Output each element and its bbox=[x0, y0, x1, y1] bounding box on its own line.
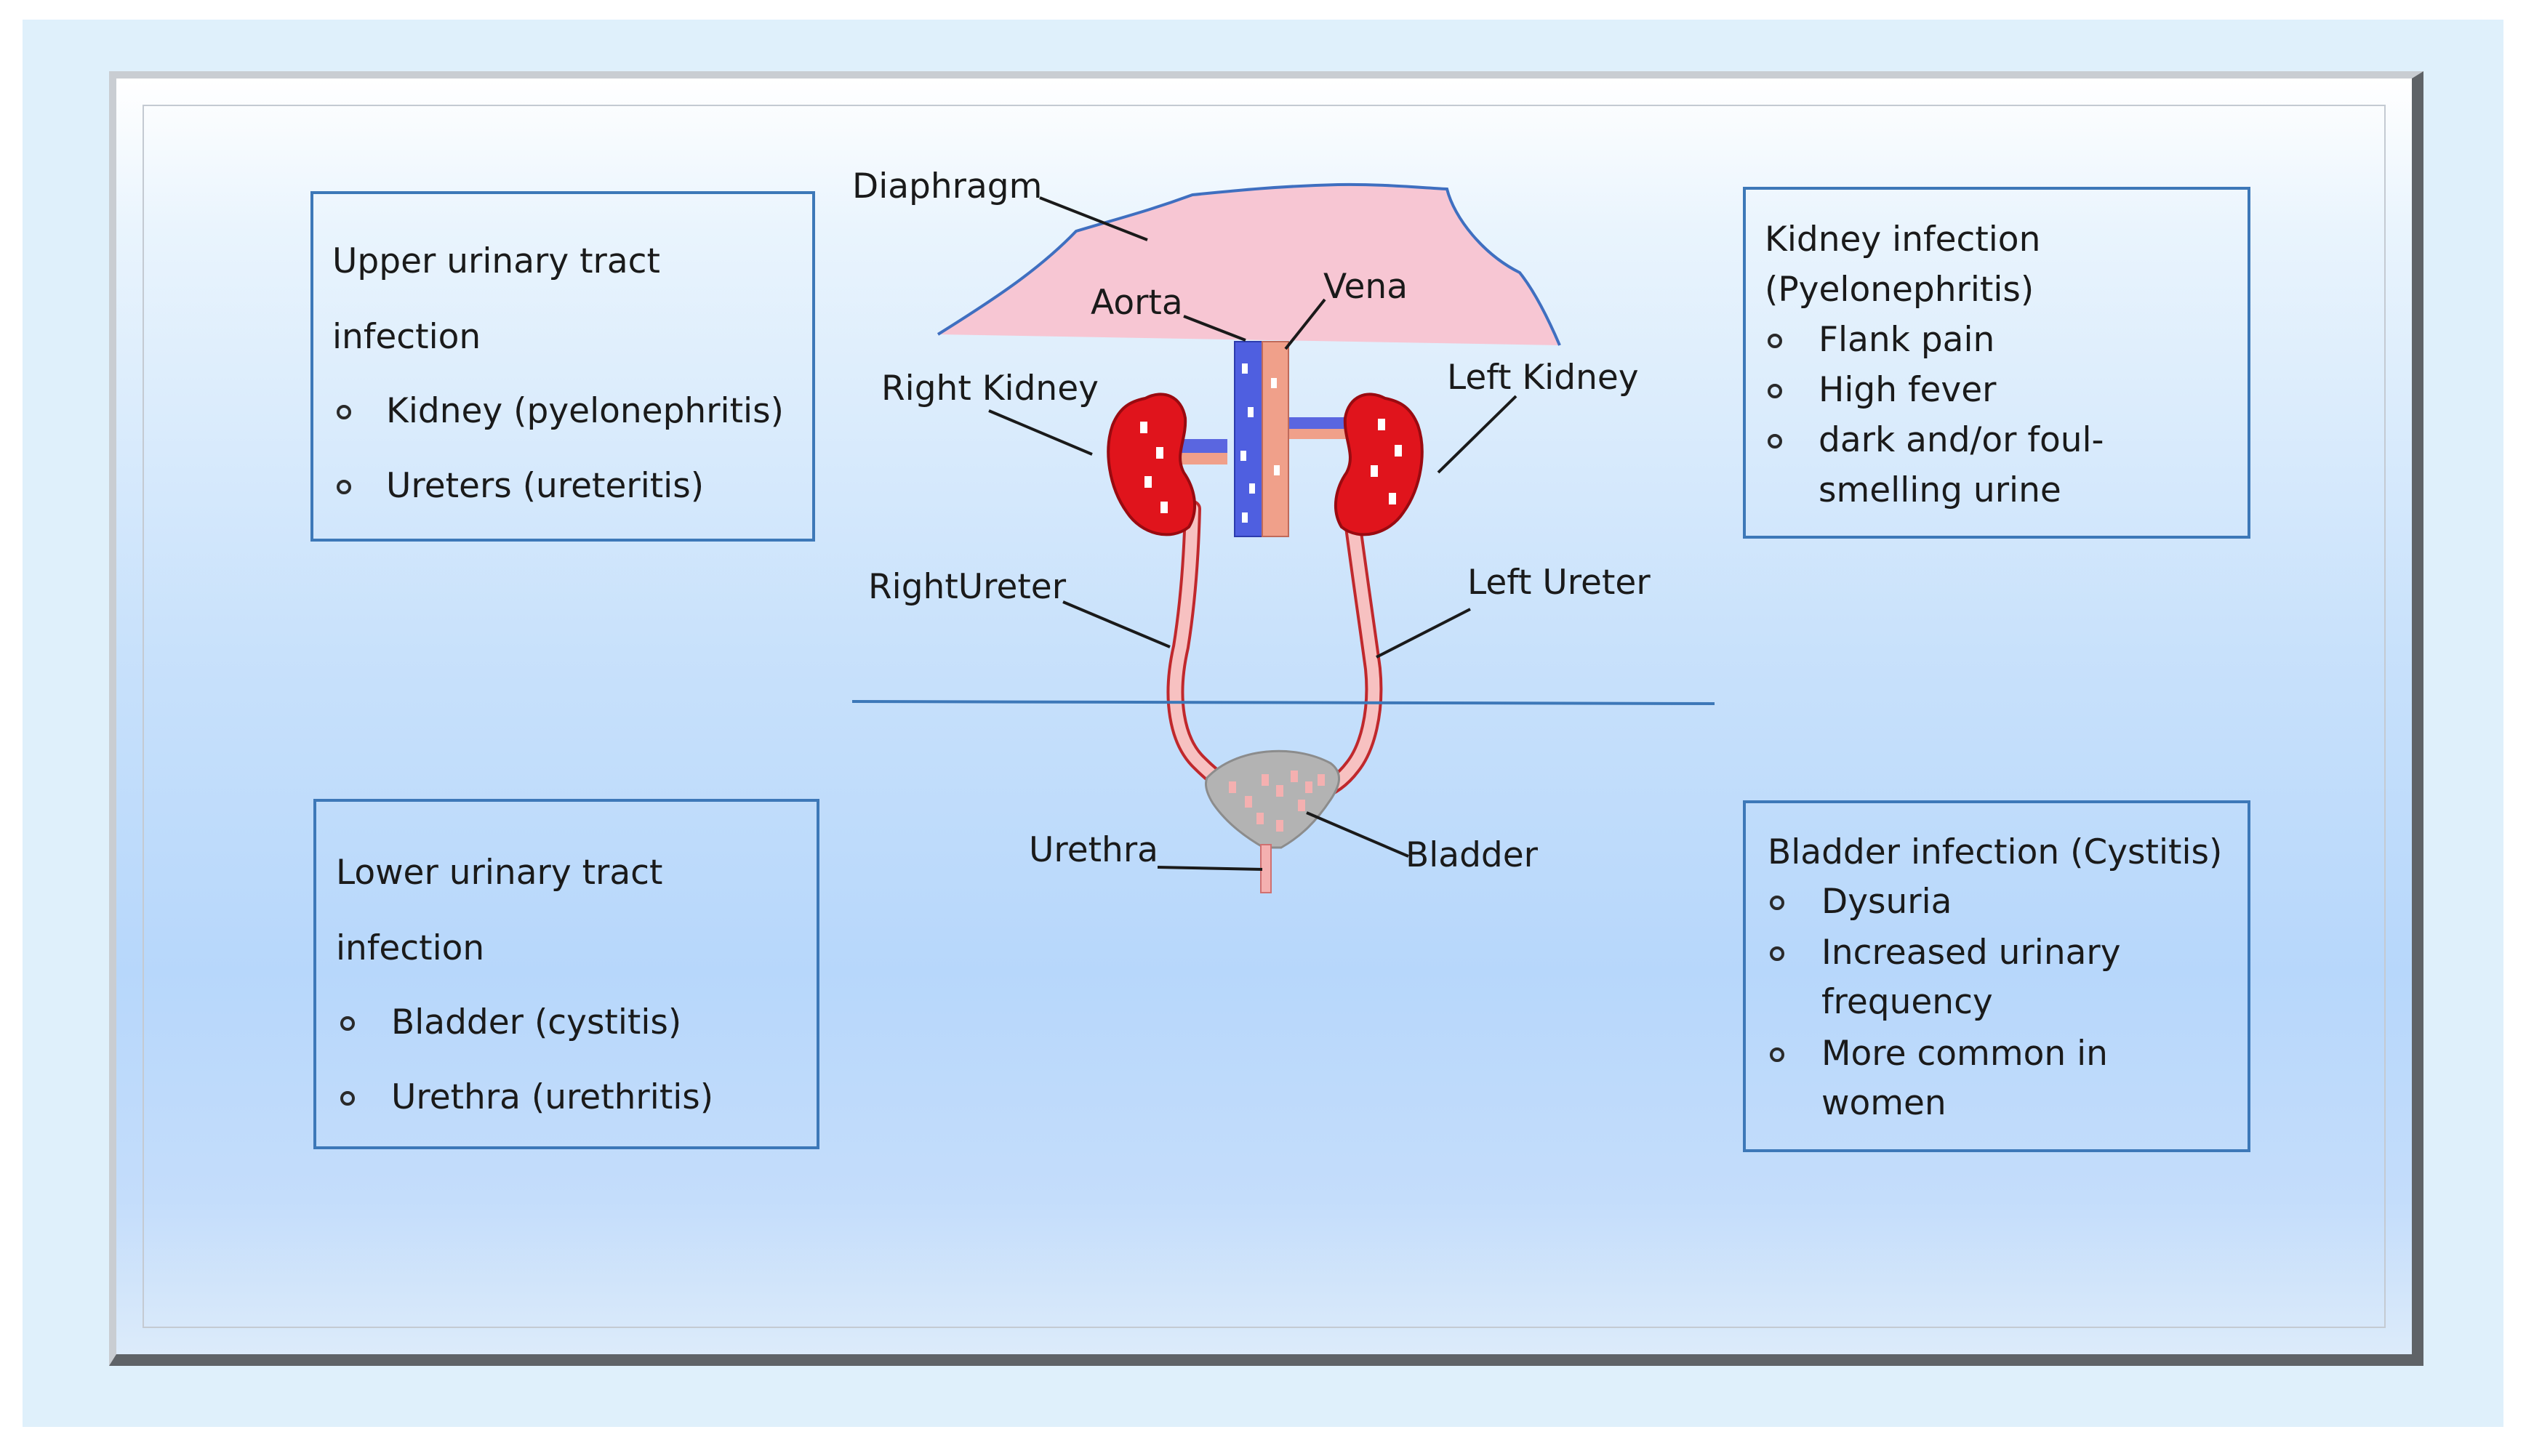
lower-box-item: Bladder (cystitis) bbox=[391, 1002, 682, 1042]
bullet-icon bbox=[337, 405, 351, 419]
vena-marks bbox=[1271, 378, 1280, 475]
kidney-infection-box: Kidney infection (Pyelonephritis) Flank … bbox=[1743, 187, 2250, 539]
bladder-shape bbox=[1204, 749, 1341, 849]
kidney-box-item-continued: smelling urine bbox=[1819, 470, 2061, 510]
right-kidney-label: Right Kidney bbox=[881, 369, 1099, 409]
aorta-label: Aorta bbox=[1091, 283, 1183, 323]
kidney-box-item: Flank pain bbox=[1819, 320, 1995, 360]
upper-box-item: Kidney (pyelonephritis) bbox=[386, 391, 784, 431]
kidney-box-item: High fever bbox=[1819, 370, 1997, 410]
kidney-box-title-line2: (Pyelonephritis) bbox=[1765, 270, 2034, 310]
bladder-box-item: More common in bbox=[1821, 1034, 2108, 1074]
urethra-tube bbox=[1260, 844, 1272, 893]
bladder-box-item-continued: women bbox=[1821, 1083, 1946, 1123]
leader-lines bbox=[988, 196, 1517, 871]
kidney-box-title-line1: Kidney infection bbox=[1765, 220, 2041, 260]
bullet-icon bbox=[337, 480, 351, 494]
upper-box-title-line2: infection bbox=[332, 317, 481, 357]
left-renal-vein bbox=[1280, 429, 1349, 439]
right-renal-vein bbox=[1169, 453, 1227, 464]
bladder-box-item-continued: frequency bbox=[1821, 982, 1993, 1022]
lower-box-title-line1: Lower urinary tract bbox=[336, 853, 663, 893]
lower-box-title-line2: infection bbox=[336, 928, 485, 968]
upper-box-title-line1: Upper urinary tract bbox=[332, 241, 660, 281]
kidney-box-item: dark and/or foul- bbox=[1819, 420, 2104, 460]
left-ureter-label: Left Ureter bbox=[1467, 563, 1651, 603]
left-renal-artery bbox=[1280, 417, 1349, 430]
bullet-icon bbox=[1770, 896, 1784, 910]
bladder-marks bbox=[1229, 771, 1325, 832]
left-kidney-label: Left Kidney bbox=[1447, 358, 1639, 398]
bladder-label: Bladder bbox=[1406, 835, 1539, 875]
left-kidney bbox=[1334, 393, 1424, 536]
bullet-icon bbox=[1768, 384, 1782, 398]
divider-line bbox=[851, 700, 1715, 705]
vena-vessel bbox=[1262, 341, 1289, 537]
upper-tract-box: Upper urinary tract infection Kidney (py… bbox=[310, 191, 815, 542]
bladder-box-item: Increased urinary bbox=[1821, 933, 2121, 973]
bullet-icon bbox=[340, 1091, 355, 1106]
vena-label: Vena bbox=[1323, 267, 1408, 307]
lower-box-item: Urethra (urethritis) bbox=[391, 1077, 714, 1117]
diaphragm-outline bbox=[937, 182, 1561, 346]
aorta-vessel bbox=[1234, 341, 1263, 537]
lower-tract-box: Lower urinary tract infection Bladder (c… bbox=[313, 799, 819, 1149]
aorta-marks bbox=[1240, 363, 1255, 523]
right-ureter-label: RightUreter bbox=[868, 567, 1067, 607]
bladder-box-item: Dysuria bbox=[1821, 882, 1952, 922]
bullet-icon bbox=[1768, 434, 1782, 449]
bullet-icon bbox=[1768, 334, 1782, 348]
bullet-icon bbox=[340, 1016, 355, 1031]
bullet-icon bbox=[1770, 1047, 1784, 1062]
bladder-box-title: Bladder infection (Cystitis) bbox=[1768, 832, 2223, 872]
urethra-label: Urethra bbox=[1029, 830, 1158, 870]
diaphragm-shape bbox=[938, 184, 1560, 345]
diaphragm-label: Diaphragm bbox=[852, 166, 1042, 206]
right-kidney bbox=[1107, 393, 1197, 536]
upper-box-item: Ureters (ureteritis) bbox=[386, 466, 705, 506]
kidney-marks bbox=[1140, 419, 1402, 513]
bladder-infection-box: Bladder infection (Cystitis) Dysuria Inc… bbox=[1743, 800, 2250, 1152]
bullet-icon bbox=[1770, 946, 1784, 961]
